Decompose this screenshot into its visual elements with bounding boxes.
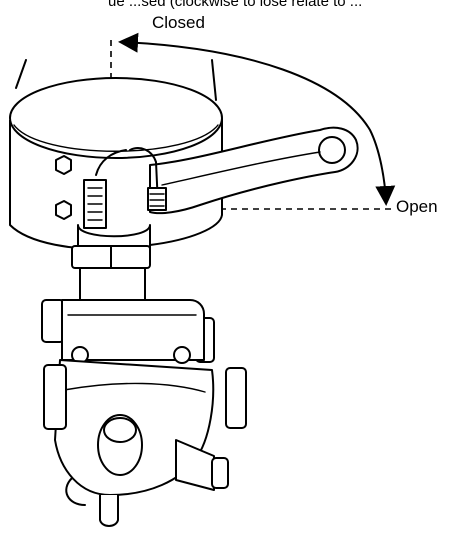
closed-label: Closed [152,13,205,32]
rotation-arrow-icon [118,32,396,206]
open-label: Open [396,197,438,216]
wrench-handle [95,126,359,215]
hex-bolt-icon [55,155,72,220]
valve-body [41,299,247,527]
flange-body [9,77,223,250]
valve-stem [71,179,167,301]
upper-pipe [15,59,217,101]
cropped-caption: ue ...sed (clockwise to lose relate to .… [108,0,362,10]
